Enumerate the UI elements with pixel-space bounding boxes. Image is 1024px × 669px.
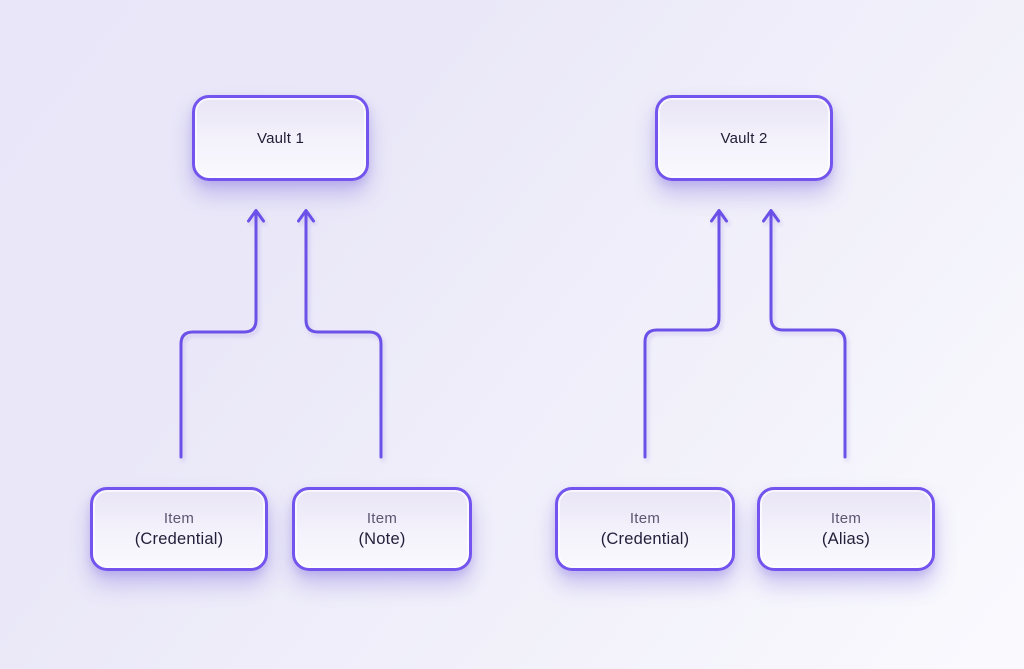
item2-node: Item (Note) [292,487,472,571]
item1-subtitle: (Credential) [134,529,224,548]
item1-title: Item [163,509,195,527]
item1-node: Item (Credential) [90,487,268,571]
item3-subtitle: (Credential) [600,529,690,548]
arrowhead-icon [297,209,315,223]
item3-node: Item (Credential) [555,487,735,571]
connector-item1-vault1 [179,209,265,459]
vault2-node: Vault 2 [655,95,833,181]
vault1-node: Vault 1 [192,95,369,181]
connector-item3-vault2 [643,209,728,459]
connector-line [643,211,721,459]
connector-item4-vault2 [762,209,847,459]
item4-subtitle: (Alias) [821,529,871,548]
arrowhead-icon [710,209,728,223]
item4-node: Item (Alias) [757,487,935,571]
connector-item2-vault1 [297,209,383,459]
connector-line [769,211,847,459]
item2-title: Item [366,509,398,527]
connector-line [304,211,383,459]
item4-title: Item [830,509,862,527]
item3-title: Item [629,509,661,527]
arrowhead-icon [762,209,780,223]
connector-line [179,211,258,459]
vault1-label: Vault 1 [257,129,304,147]
arrowhead-icon [247,209,265,223]
vault2-label: Vault 2 [720,129,768,147]
item2-subtitle: (Note) [358,529,406,548]
